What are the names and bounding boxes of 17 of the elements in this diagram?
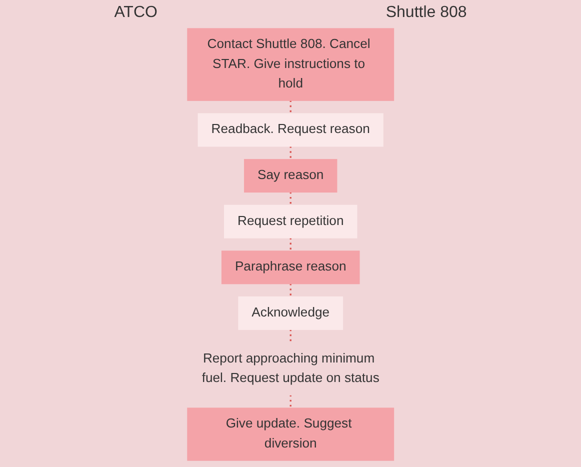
node-box: Say reason (244, 159, 338, 193)
connector (290, 100, 292, 114)
connector (290, 284, 292, 297)
connector (290, 330, 292, 343)
column-heading: ATCO (114, 4, 158, 22)
connector (290, 146, 292, 160)
column-heading: Shuttle 808 (386, 4, 467, 22)
node-box: Contact Shuttle 808. Cancel STAR. Give instructions to hold (187, 28, 394, 101)
connector (290, 395, 292, 408)
node-text: Report approaching minimum fuel. Request update on status (202, 352, 380, 386)
connector (290, 192, 292, 206)
node-box: Give update. Suggest diversion (187, 408, 394, 461)
node-box: Readback. Request reason (198, 113, 384, 147)
node-box: Request repetition (224, 204, 358, 238)
connector (290, 238, 292, 252)
node-box: Acknowledge (238, 296, 343, 330)
node-box: Paraphrase reason (221, 250, 360, 284)
